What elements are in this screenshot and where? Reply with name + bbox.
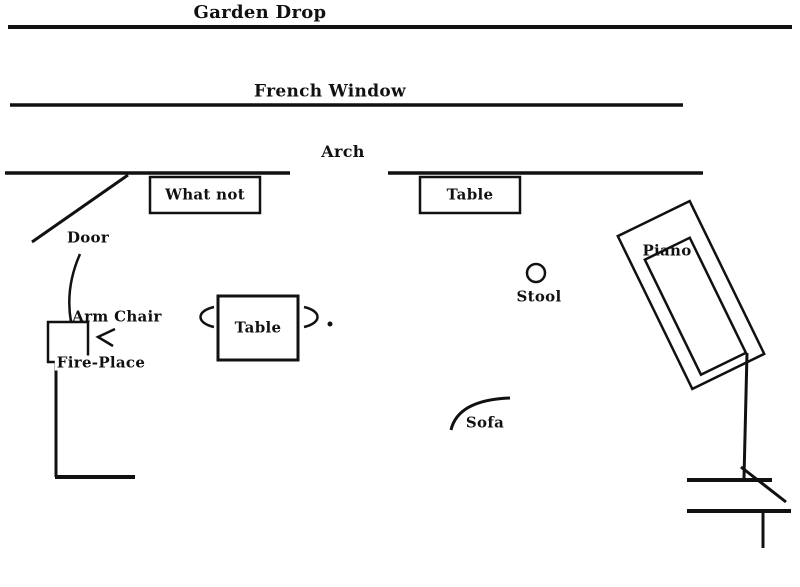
door-label: Door [66, 228, 110, 247]
french-window-label: French Window [254, 81, 406, 102]
piano-group [616, 199, 766, 391]
left-wall-curve [68, 253, 82, 323]
center-table-label: Table [234, 318, 282, 337]
door-leaf-line [31, 173, 129, 244]
chair-mark-left [199, 305, 215, 329]
piano-outline [616, 199, 766, 391]
table-upstage-box [418, 175, 522, 215]
fireplace-label: Fire-Place [54, 353, 148, 372]
piano-label: Piano [642, 241, 692, 260]
chair-mark-right [303, 305, 319, 329]
door-right-diagonal [740, 465, 787, 504]
piano-side-line [742, 352, 749, 479]
chair-mark-dot [327, 321, 333, 327]
stool-label: Stool [516, 287, 562, 306]
piano-inner-outline [643, 236, 748, 377]
garden-drop-label: Garden Drop [193, 2, 327, 23]
stool-circle [525, 262, 547, 284]
center-table-box [216, 294, 300, 362]
table-upstage-label: Table [446, 185, 494, 204]
sofa-arc [449, 396, 511, 431]
whatnot-label: What not [165, 185, 245, 204]
whatnot-box [148, 175, 262, 215]
armchair-label: Arm Chair [72, 307, 162, 326]
arch-label: Arch [321, 142, 365, 161]
sofa-label: Sofa [465, 413, 505, 432]
armchair-mark [95, 327, 116, 348]
